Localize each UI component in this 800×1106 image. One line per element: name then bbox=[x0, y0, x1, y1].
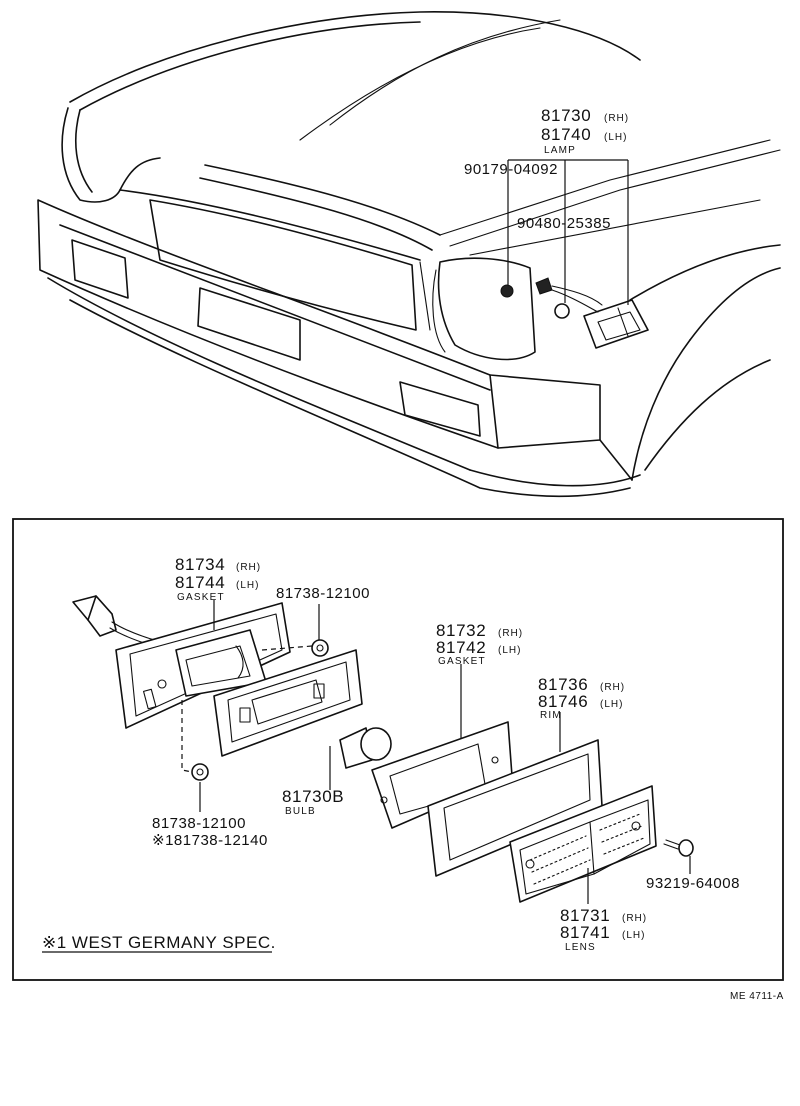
part-number-90480: 90480-25385 bbox=[517, 215, 611, 232]
nut-bottom-alt-number: ※181738-12140 bbox=[152, 832, 268, 849]
gasket2-lh-number: 81742 bbox=[436, 638, 486, 657]
gasket2-rh-side: (RH) bbox=[498, 628, 523, 639]
nut-bottom bbox=[191, 763, 209, 781]
screw-number: 93219-64008 bbox=[646, 875, 740, 892]
gasket1-lh-side: (LH) bbox=[236, 580, 259, 591]
footnote: ※1 WEST GERMANY SPEC. bbox=[42, 933, 276, 952]
gasket1-lh-number: 81744 bbox=[175, 573, 225, 592]
gasket2-lh-side: (LH) bbox=[498, 645, 521, 656]
gasket1-rh-side: (RH) bbox=[236, 562, 261, 573]
lamp-lh-number: 81740 bbox=[541, 125, 591, 144]
gasket-81732 bbox=[371, 664, 513, 829]
lens-rh-number: 81731 bbox=[560, 906, 610, 925]
bulb-number: 81730B bbox=[282, 787, 344, 806]
lamp-lh-side: (LH) bbox=[604, 132, 627, 143]
lens-rh-side: (RH) bbox=[622, 913, 647, 924]
grommet-icon bbox=[500, 284, 514, 298]
nut-top bbox=[311, 639, 329, 657]
lens-lh-number: 81741 bbox=[560, 923, 610, 942]
socket-frame bbox=[213, 649, 363, 757]
detail-box bbox=[12, 518, 784, 981]
lamp-rh-side: (RH) bbox=[604, 113, 629, 124]
bulb bbox=[329, 727, 392, 790]
top-leaders bbox=[507, 159, 629, 305]
rim-rh-side: (RH) bbox=[600, 682, 625, 693]
connector-icon bbox=[535, 277, 553, 295]
car-front-illustration bbox=[37, 11, 781, 498]
rim-lh-side: (LH) bbox=[600, 699, 623, 710]
lamp-description: LAMP bbox=[544, 145, 576, 156]
drawing-reference: ME 4711-A bbox=[730, 991, 784, 1002]
gasket1-description: GASKET bbox=[177, 592, 225, 603]
clip-icon bbox=[554, 303, 570, 319]
lamp-housing bbox=[175, 629, 267, 697]
lens-description: LENS bbox=[565, 942, 596, 953]
side-marker-lamp-on-car bbox=[500, 277, 649, 349]
rim-lh-number: 81746 bbox=[538, 692, 588, 711]
rim-description: RIM bbox=[540, 710, 562, 721]
gasket2-description: GASKET bbox=[438, 656, 486, 667]
gasket2-rh-number: 81732 bbox=[436, 621, 486, 640]
nut-top-number: 81738-12100 bbox=[276, 585, 370, 602]
part-number-90179: 90179-04092 bbox=[464, 161, 558, 178]
nut-bottom-number: 81738-12100 bbox=[152, 815, 246, 832]
screw bbox=[663, 839, 694, 874]
lens-lh-side: (LH) bbox=[622, 930, 645, 941]
rim-rh-number: 81736 bbox=[538, 675, 588, 694]
lamp-rh-number: 81730 bbox=[541, 106, 591, 125]
gasket1-rh-number: 81734 bbox=[175, 555, 225, 574]
bulb-description: BULB bbox=[285, 806, 316, 817]
lens bbox=[509, 785, 657, 904]
